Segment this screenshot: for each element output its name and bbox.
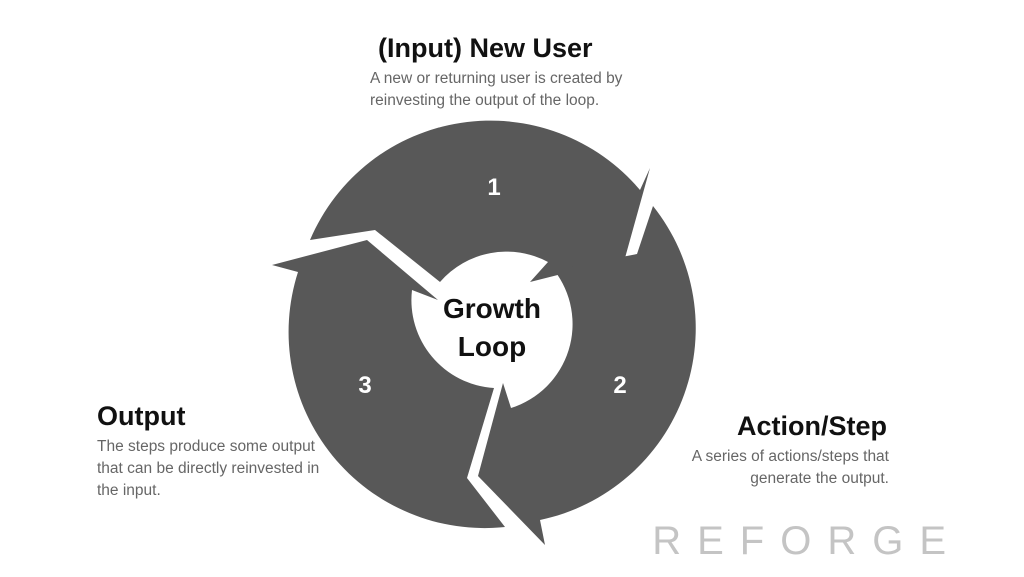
action-stage-description: A series of actions/steps that generate … — [691, 448, 889, 487]
loop-segment-2 — [478, 206, 696, 545]
segment-number-2: 2 — [613, 372, 626, 399]
loop-segment-1 — [310, 120, 650, 282]
center-title-line2: Loop — [458, 331, 526, 362]
segment-number-3: 3 — [358, 372, 371, 399]
action-stage-title: Action/Step — [736, 411, 887, 441]
output-stage-title: Output — [97, 401, 186, 431]
loop-segment-3 — [272, 240, 505, 529]
input-stage-description: A new or returning user is created by re… — [370, 70, 623, 109]
output-stage-description: The steps produce some output that can b… — [97, 438, 320, 499]
center-title-line1: Growth — [443, 293, 541, 324]
segment-number-1: 1 — [487, 174, 500, 201]
input-stage-title: (Input) New User — [378, 33, 593, 63]
reforge-logo: REFORGE — [652, 519, 962, 563]
